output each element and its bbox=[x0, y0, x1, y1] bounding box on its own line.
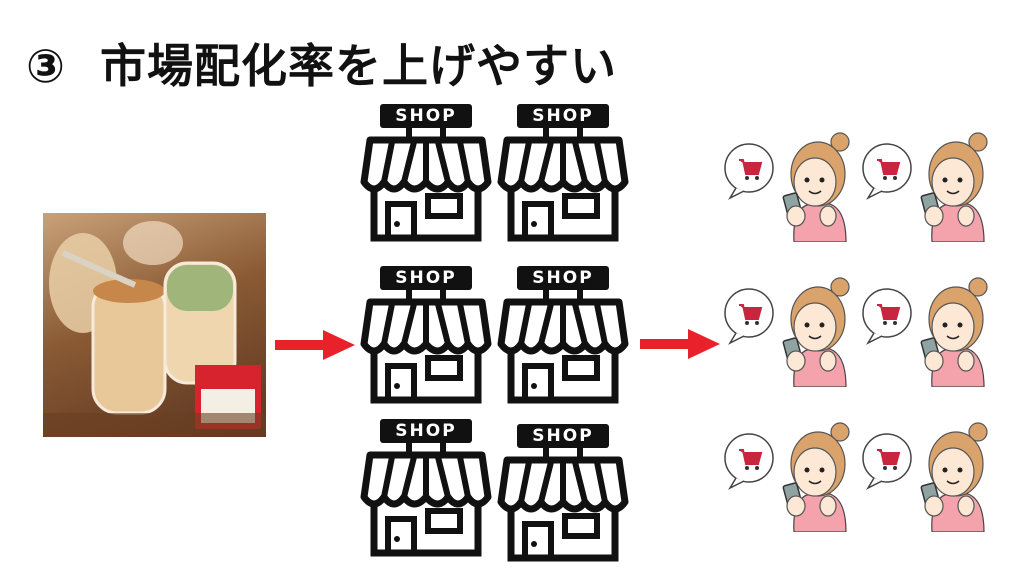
shop-label: SHOP bbox=[532, 106, 594, 126]
customer-shopping-cart-illustration bbox=[860, 420, 990, 532]
slide-title: ③ 市場配化率を上げやすい bbox=[26, 30, 617, 96]
shop-label: SHOP bbox=[395, 268, 457, 288]
arrow-right-icon bbox=[640, 329, 720, 359]
shop-icon: SHOP bbox=[497, 100, 629, 242]
customer-shopping-cart-illustration bbox=[722, 130, 852, 242]
shop-label: SHOP bbox=[395, 421, 457, 441]
arrow-right-icon bbox=[275, 330, 355, 360]
slide-title-text: 市場配化率を上げやすい bbox=[99, 39, 617, 93]
customer-shopping-cart-illustration bbox=[860, 275, 990, 387]
shop-label: SHOP bbox=[395, 106, 457, 126]
slide-number: ③ bbox=[26, 39, 66, 93]
customer-shopping-cart-illustration bbox=[860, 130, 990, 242]
shop-icon: SHOP bbox=[360, 100, 492, 242]
shop-icon: SHOP bbox=[360, 262, 492, 404]
customer-shopping-cart-illustration bbox=[722, 420, 852, 532]
shop-label: SHOP bbox=[532, 268, 594, 288]
customer-shopping-cart-illustration bbox=[722, 275, 852, 387]
pudding-product-photo bbox=[43, 213, 266, 437]
shop-label: SHOP bbox=[532, 426, 594, 446]
shop-icon: SHOP bbox=[497, 420, 629, 562]
shop-icon: SHOP bbox=[497, 262, 629, 404]
shop-icon: SHOP bbox=[360, 415, 492, 557]
